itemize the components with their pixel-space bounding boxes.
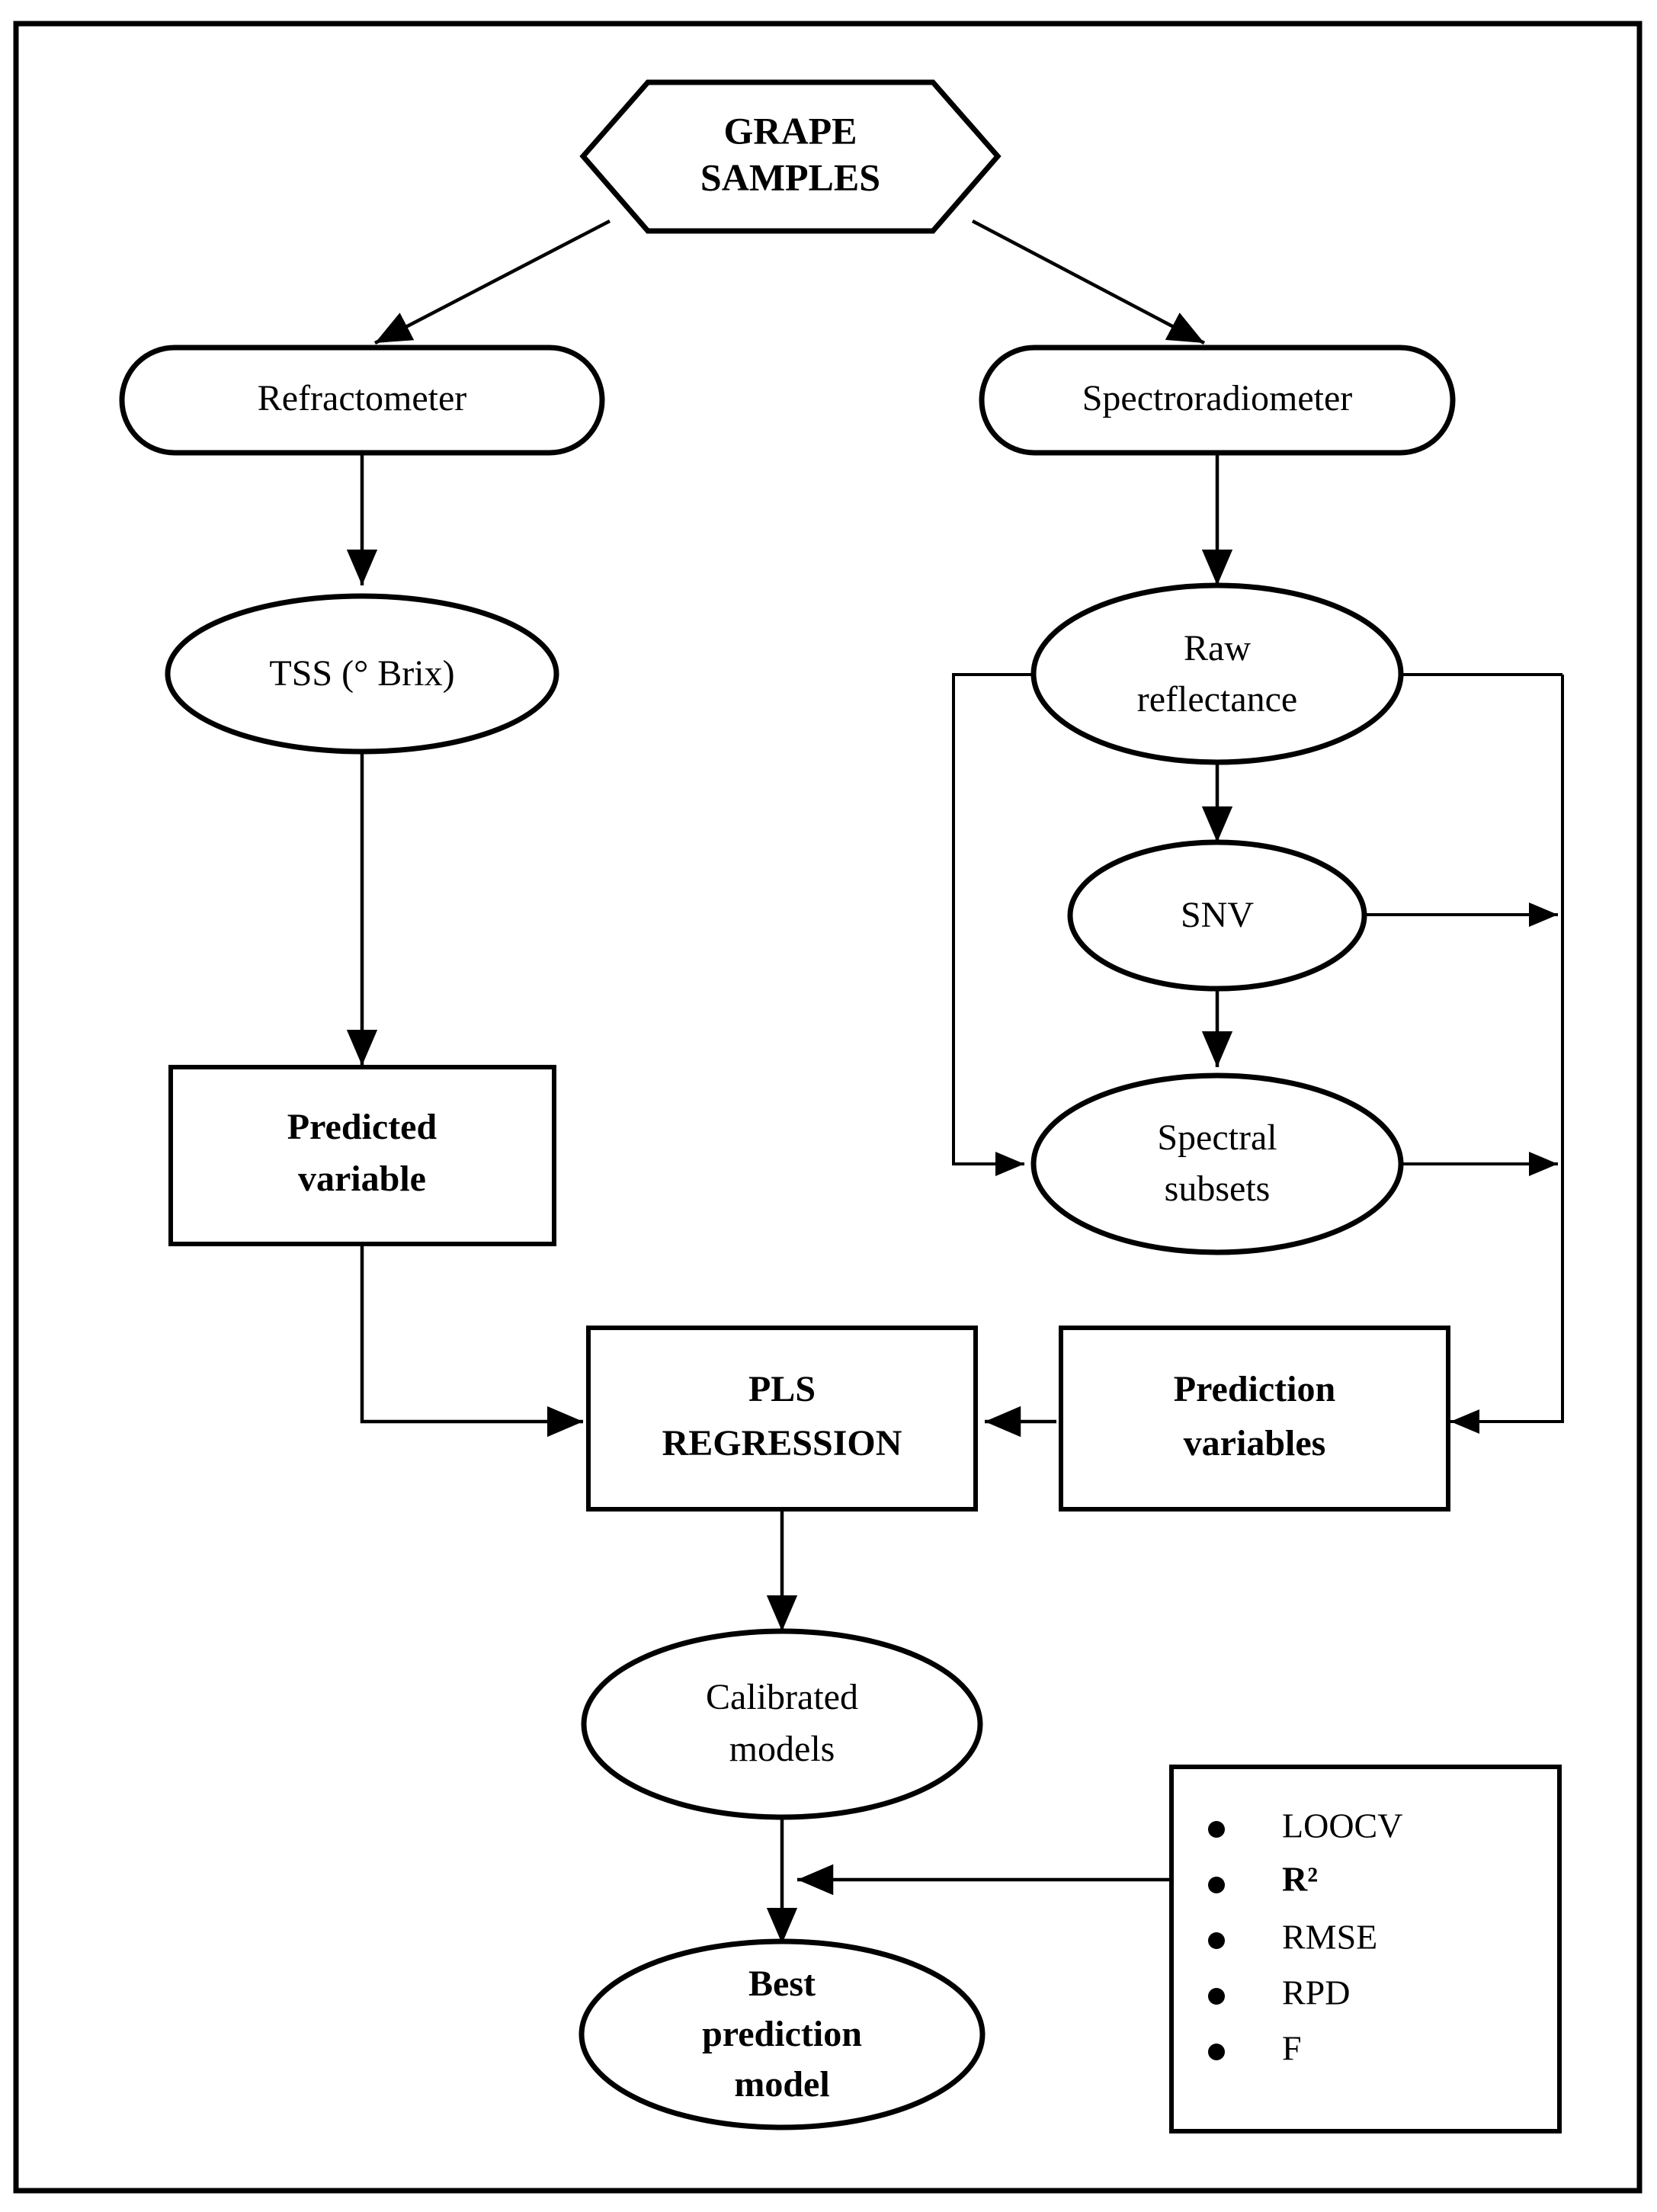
metrics-item-rmse: RMSE [1282,1918,1377,1957]
node-prediction-variables[interactable]: Prediction variables [1059,1326,1450,1512]
bullet-icon [1208,1877,1225,1893]
edge-grape-to-spectroradiometer [971,220,1206,345]
edge-grape-to-refractometer [373,220,611,345]
grape-samples-hexagon [579,79,1002,234]
spectral-subsets-label-line2: subsets [1165,1169,1271,1209]
tss-ellipse [165,593,559,755]
grape-samples-label-line2: SAMPLES [700,155,880,198]
pls-regression-box [586,1326,978,1512]
edge-raw-reflectance-bypass-to-spectral-subsets [952,673,1037,1176]
bullet-icon [1208,2044,1225,2060]
spectroradiometer-label: Spectroradiometer [1082,378,1353,418]
pls-regression-label-line2: REGRESSION [662,1423,902,1463]
snv-label: SNV [1181,895,1254,935]
spectral-subsets-ellipse [1030,1072,1404,1255]
calibrated-models-label-line2: models [729,1729,835,1769]
metrics-item-f: F [1282,2029,1302,2068]
best-prediction-model-label-line3: model [734,2064,829,2105]
predicted-variable-box [168,1065,556,1246]
metrics-item-r2: R² [1282,1860,1318,1899]
prediction-variables-box [1059,1326,1450,1512]
tss-label: TSS (° Brix) [269,653,454,694]
prediction-variables-label-line2: variables [1184,1423,1326,1463]
node-raw-reflectance[interactable]: Raw reflectance [1030,582,1404,765]
best-prediction-model-label-line2: prediction [702,2014,862,2054]
node-refractometer[interactable]: Refractometer [119,345,605,456]
node-calibrated-models[interactable]: Calibrated models [581,1628,983,1820]
calibrated-models-label-line1: Calibrated [706,1677,858,1717]
node-best-prediction-model[interactable]: Best prediction model [579,1938,986,2130]
metrics-item-loocv: LOOCV [1282,1806,1402,1845]
bullet-icon [1208,1821,1225,1838]
refractometer-label: Refractometer [258,378,467,418]
node-pls-regression[interactable]: PLS REGRESSION [586,1326,978,1512]
node-metrics-box[interactable]: LOOCV R² RMSE RPD F [1169,1765,1562,2133]
spectroradiometer-stadium [979,345,1456,456]
diagram-frame [13,21,1643,2194]
spectral-subsets-label-line1: Spectral [1157,1117,1277,1158]
raw-reflectance-label-line2: reflectance [1137,679,1297,720]
node-grape-samples[interactable]: GRAPE SAMPLES [579,79,1002,234]
prediction-variables-label-line1: Prediction [1174,1369,1335,1409]
snv-ellipse [1067,839,1367,992]
predicted-variable-label-line1: Predicted [287,1107,437,1147]
metrics-box [1169,1765,1562,2133]
node-predicted-variable[interactable]: Predicted variable [168,1065,556,1246]
predicted-variable-label-line2: variable [298,1159,426,1199]
grape-samples-label-line1: GRAPE [724,109,857,152]
pls-regression-label-line1: PLS [748,1369,816,1409]
node-snv[interactable]: SNV [1067,839,1367,992]
bullet-icon [1208,1932,1225,1949]
best-prediction-model-label-line1: Best [748,1964,816,2004]
edge-right-bus-to-prediction-variables [1450,675,1564,1434]
best-prediction-model-ellipse [579,1938,986,2130]
raw-reflectance-ellipse [1030,582,1404,765]
bullet-icon [1208,1988,1225,2005]
edge-predicted-variable-to-pls-regression [360,1244,583,1438]
raw-reflectance-label-line1: Raw [1184,628,1251,668]
node-tss[interactable]: TSS (° Brix) [165,593,559,755]
refractometer-stadium [119,345,605,456]
node-spectroradiometer[interactable]: Spectroradiometer [979,345,1456,456]
metrics-item-rpd: RPD [1282,1973,1350,2012]
node-spectral-subsets[interactable]: Spectral subsets [1030,1072,1404,1255]
calibrated-models-ellipse [581,1628,983,1820]
